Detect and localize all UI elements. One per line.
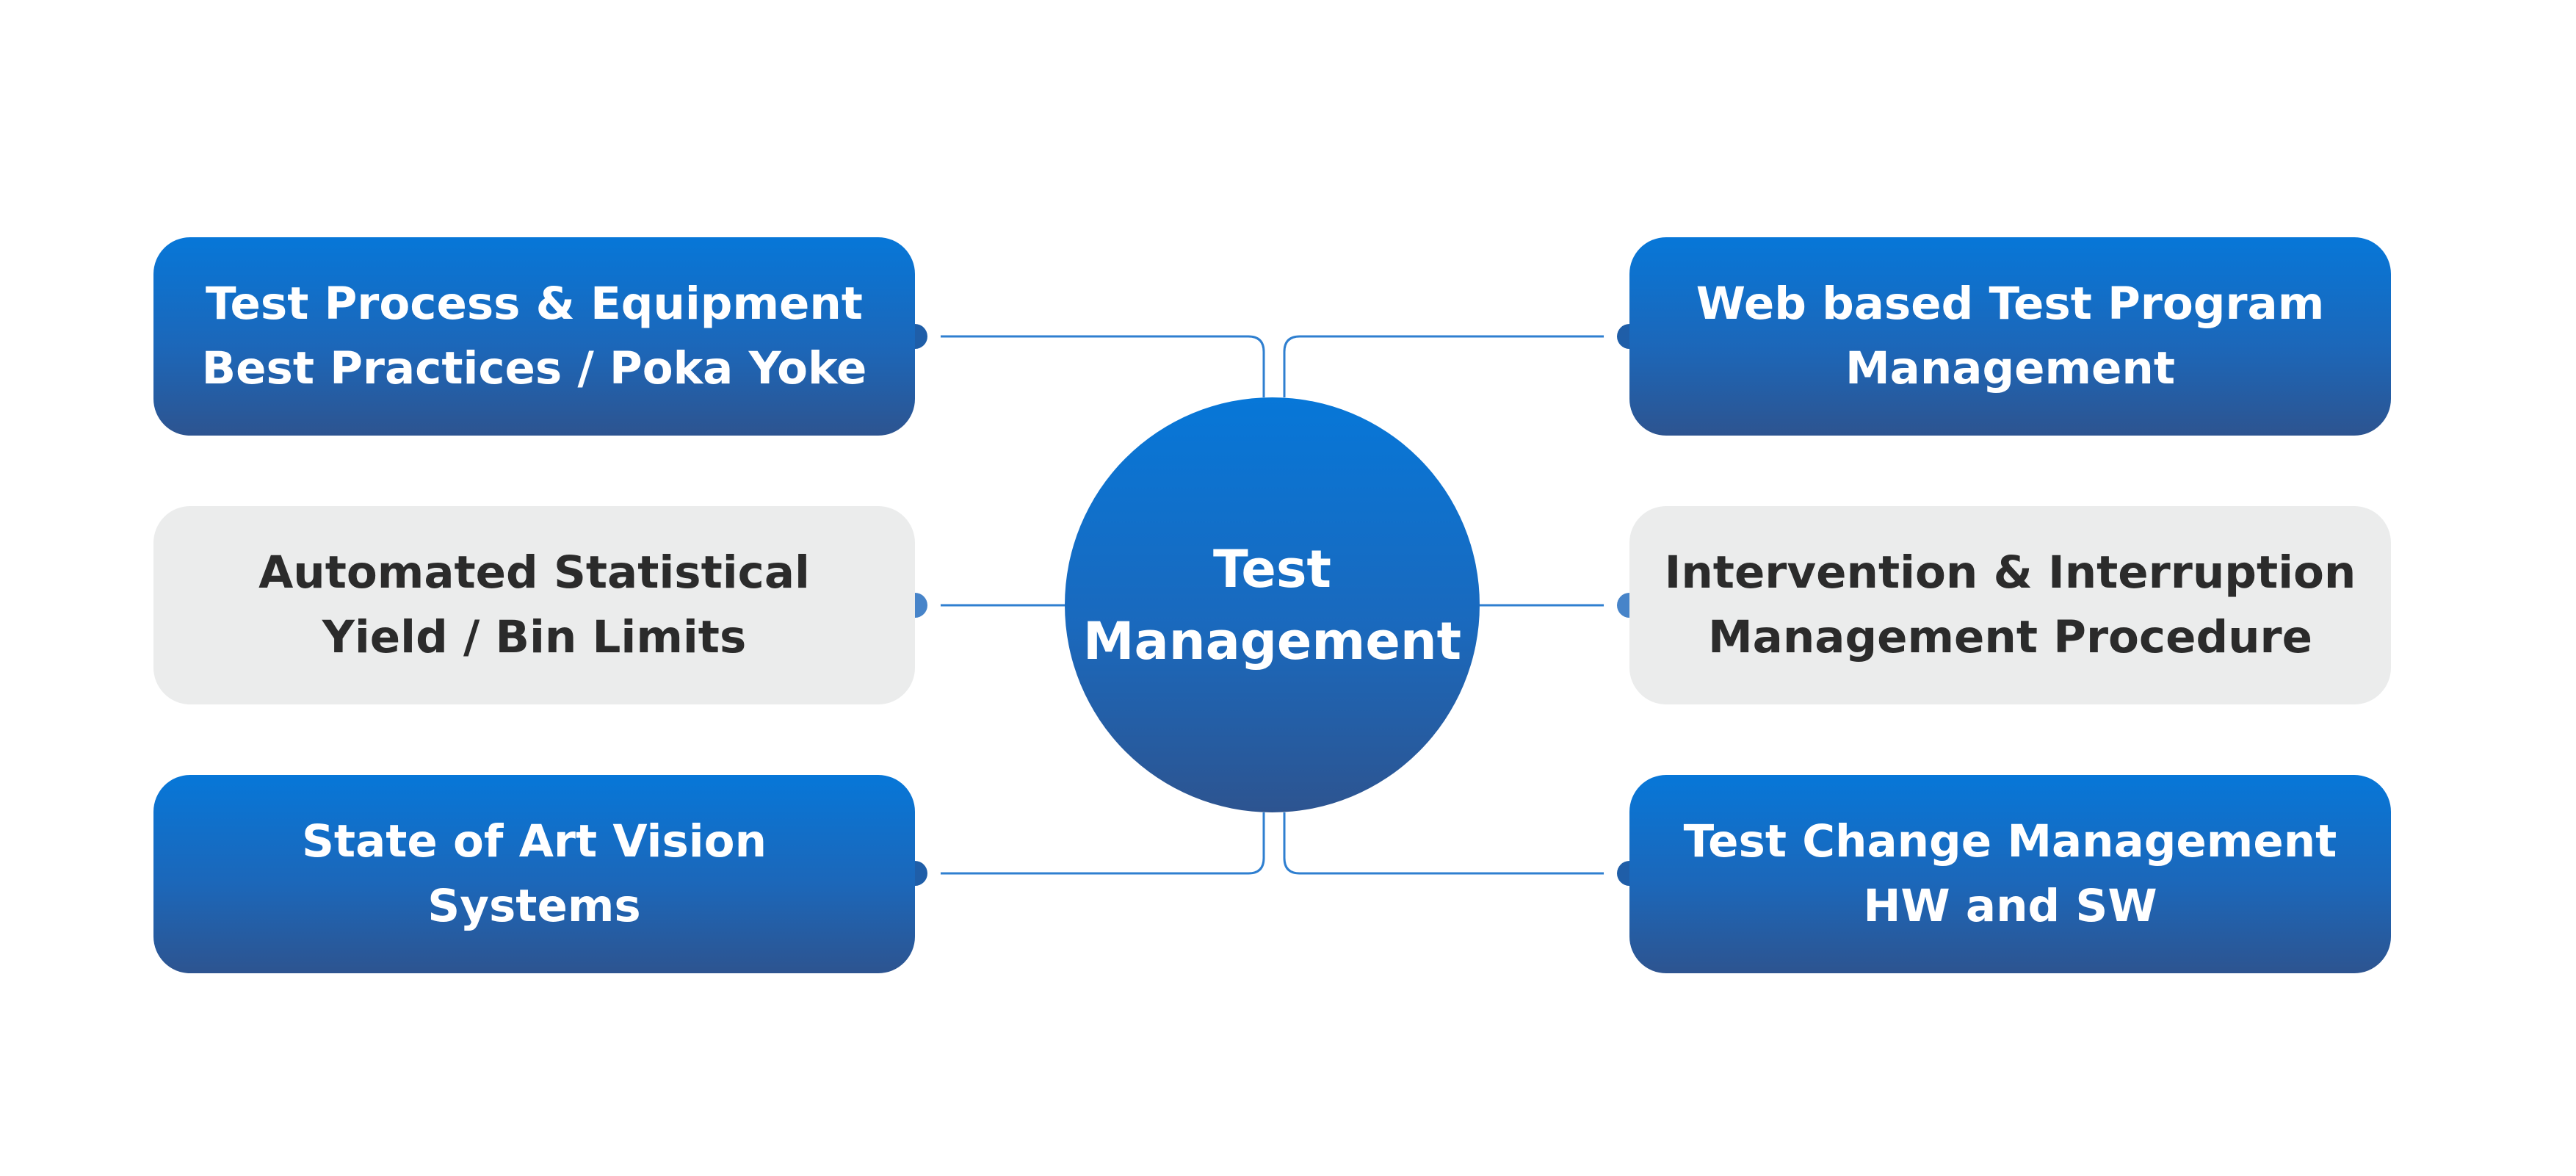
node-test-process-equipment: Test Process & Equipment Best Practices … <box>153 237 915 436</box>
node-web-test-program-management: Web based Test Program Management <box>1629 237 2391 436</box>
connector-bottom-left <box>915 812 1265 875</box>
connector-bottom-right <box>1283 812 1629 875</box>
node-vision-systems: State of Art Vision Systems <box>153 775 915 973</box>
connector-top-left <box>915 335 1265 397</box>
node-intervention-interruption: Intervention & Interruption Management P… <box>1629 506 2391 704</box>
node-automated-statistical-yield: Automated Statistical Yield / Bin Limits <box>153 506 915 704</box>
connector-top-right <box>1283 335 1629 397</box>
node-test-change-management: Test Change Management HW and SW <box>1629 775 2391 973</box>
center-hub-test-management: Test Management <box>1065 397 1480 812</box>
